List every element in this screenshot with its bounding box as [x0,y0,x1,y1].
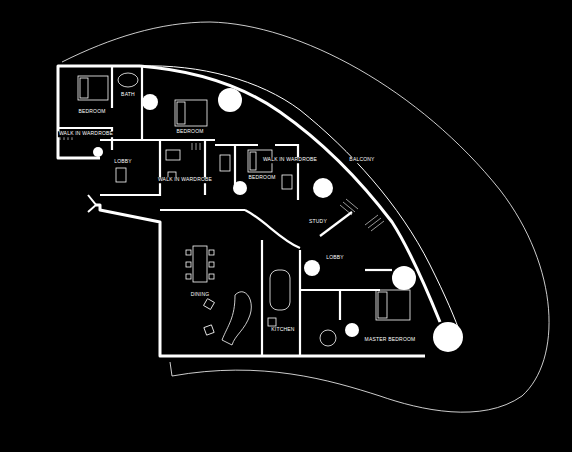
room-label: BEDROOM [77,109,106,115]
room-label: KITCHEN [270,327,295,333]
room-label: WALK IN WARDROBE [58,131,114,137]
room-label: BALCONY [348,157,375,163]
room-label: WALK IN WARDROBE [157,177,213,183]
room-label: STUDY [308,219,328,225]
room-label: BEDROOM [175,129,204,135]
room-label: BEDROOM [247,175,276,181]
room-label: DINING [190,292,211,298]
room-label: WALK IN WARDROBE [262,157,318,163]
room-label: LOBBY [325,255,345,261]
room-label: MASTER BEDROOM [364,337,417,343]
room-label: BATH [120,92,136,98]
room-label: LOBBY [113,159,133,165]
